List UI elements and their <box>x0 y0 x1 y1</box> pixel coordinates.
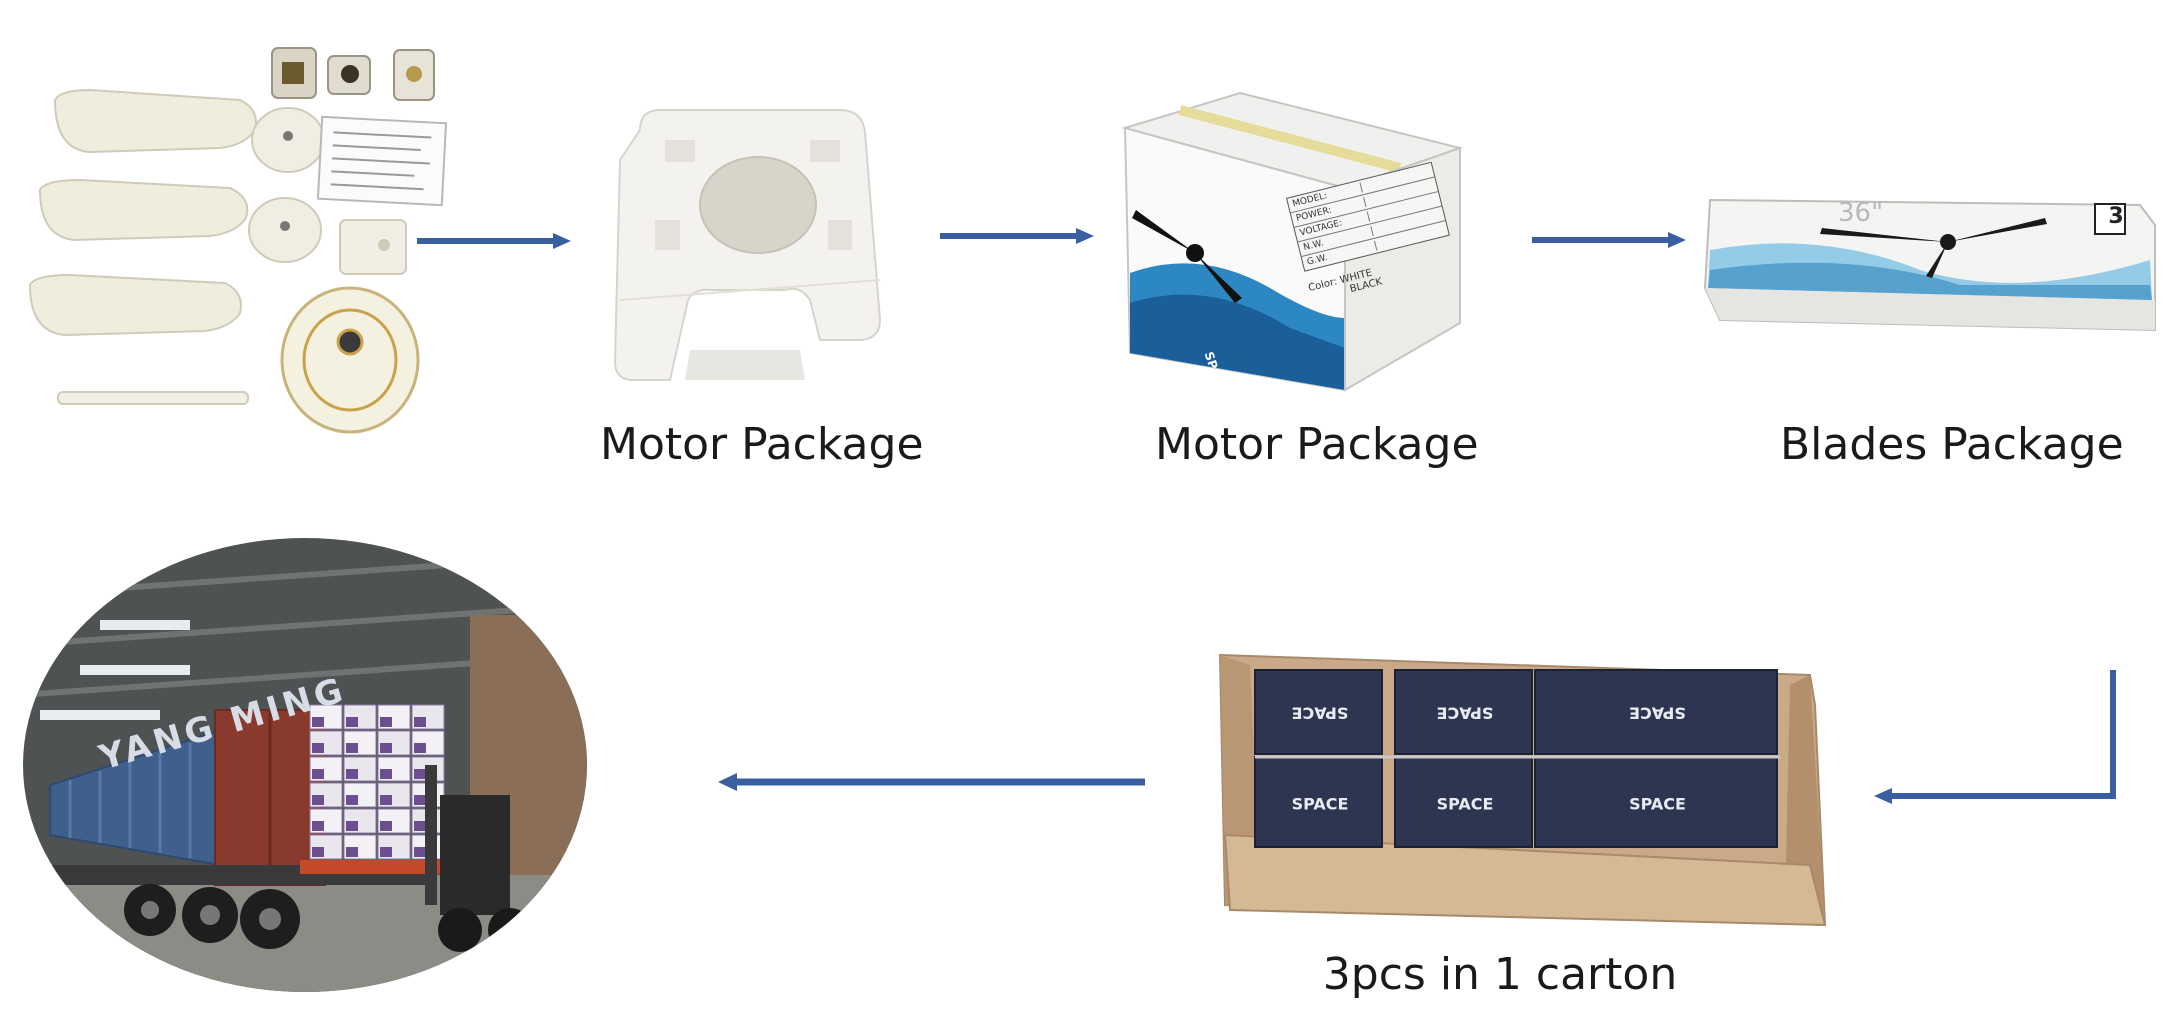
navy-fan-box <box>1254 669 1383 755</box>
step-caption-blades-box: Blades Package <box>1780 419 2124 470</box>
cargo-boxes <box>309 704 445 860</box>
navy-box-brand: SPACE <box>1292 795 1349 814</box>
downrod <box>57 391 249 405</box>
flow-arrow-elbow <box>1874 670 2116 804</box>
foam-motor-package-image <box>613 109 882 381</box>
flow-arrow-left <box>718 773 1145 791</box>
navy-box-grid: SPACE SPACE SPACE SPACE SPACE SPACE <box>1254 669 1780 848</box>
fan-blade <box>28 273 242 337</box>
motor-box-image <box>1121 91 1464 392</box>
flow-arrow-right <box>1532 232 1686 248</box>
navy-fan-box <box>1394 756 1533 848</box>
fan-blade <box>38 178 249 242</box>
navy-box-brand: SPACE <box>1437 704 1494 723</box>
navy-box-brand: SPACE <box>1629 795 1686 814</box>
motor-housing <box>280 286 420 434</box>
fan-parts-image <box>28 47 448 434</box>
carton-image: SPACE SPACE SPACE SPACE SPACE SPACE <box>1218 653 1827 927</box>
navy-box-brand: SPACE <box>1629 704 1686 723</box>
navy-fan-box <box>1534 669 1778 755</box>
fan-silhouette-icon <box>1820 218 2047 278</box>
step-caption-carton: 3pcs in 1 carton <box>1322 949 1678 1000</box>
flow-arrow-right <box>417 233 571 249</box>
navy-fan-box <box>1534 756 1778 848</box>
step-caption-motor-box: Motor Package <box>1155 419 1479 470</box>
flow-arrow-right <box>940 228 1094 244</box>
foam-center-hole <box>699 156 817 254</box>
blades-box-count: 3 <box>2108 204 2124 229</box>
blades-box-image <box>1703 198 2156 332</box>
color-label: Color: <box>1307 276 1339 295</box>
navy-fan-box <box>1394 669 1533 755</box>
regulator <box>339 219 407 275</box>
step-caption-foam: Motor Package <box>600 419 924 470</box>
fan-silhouette-icon <box>1132 210 1242 303</box>
navy-fan-box <box>1254 756 1383 848</box>
container-loading-image <box>23 538 587 992</box>
blades-box-size: 36" <box>1838 198 1884 228</box>
navy-box-brand: SPACE <box>1292 704 1349 723</box>
navy-box-brand: SPACE <box>1437 795 1494 814</box>
fan-blade <box>53 88 257 154</box>
